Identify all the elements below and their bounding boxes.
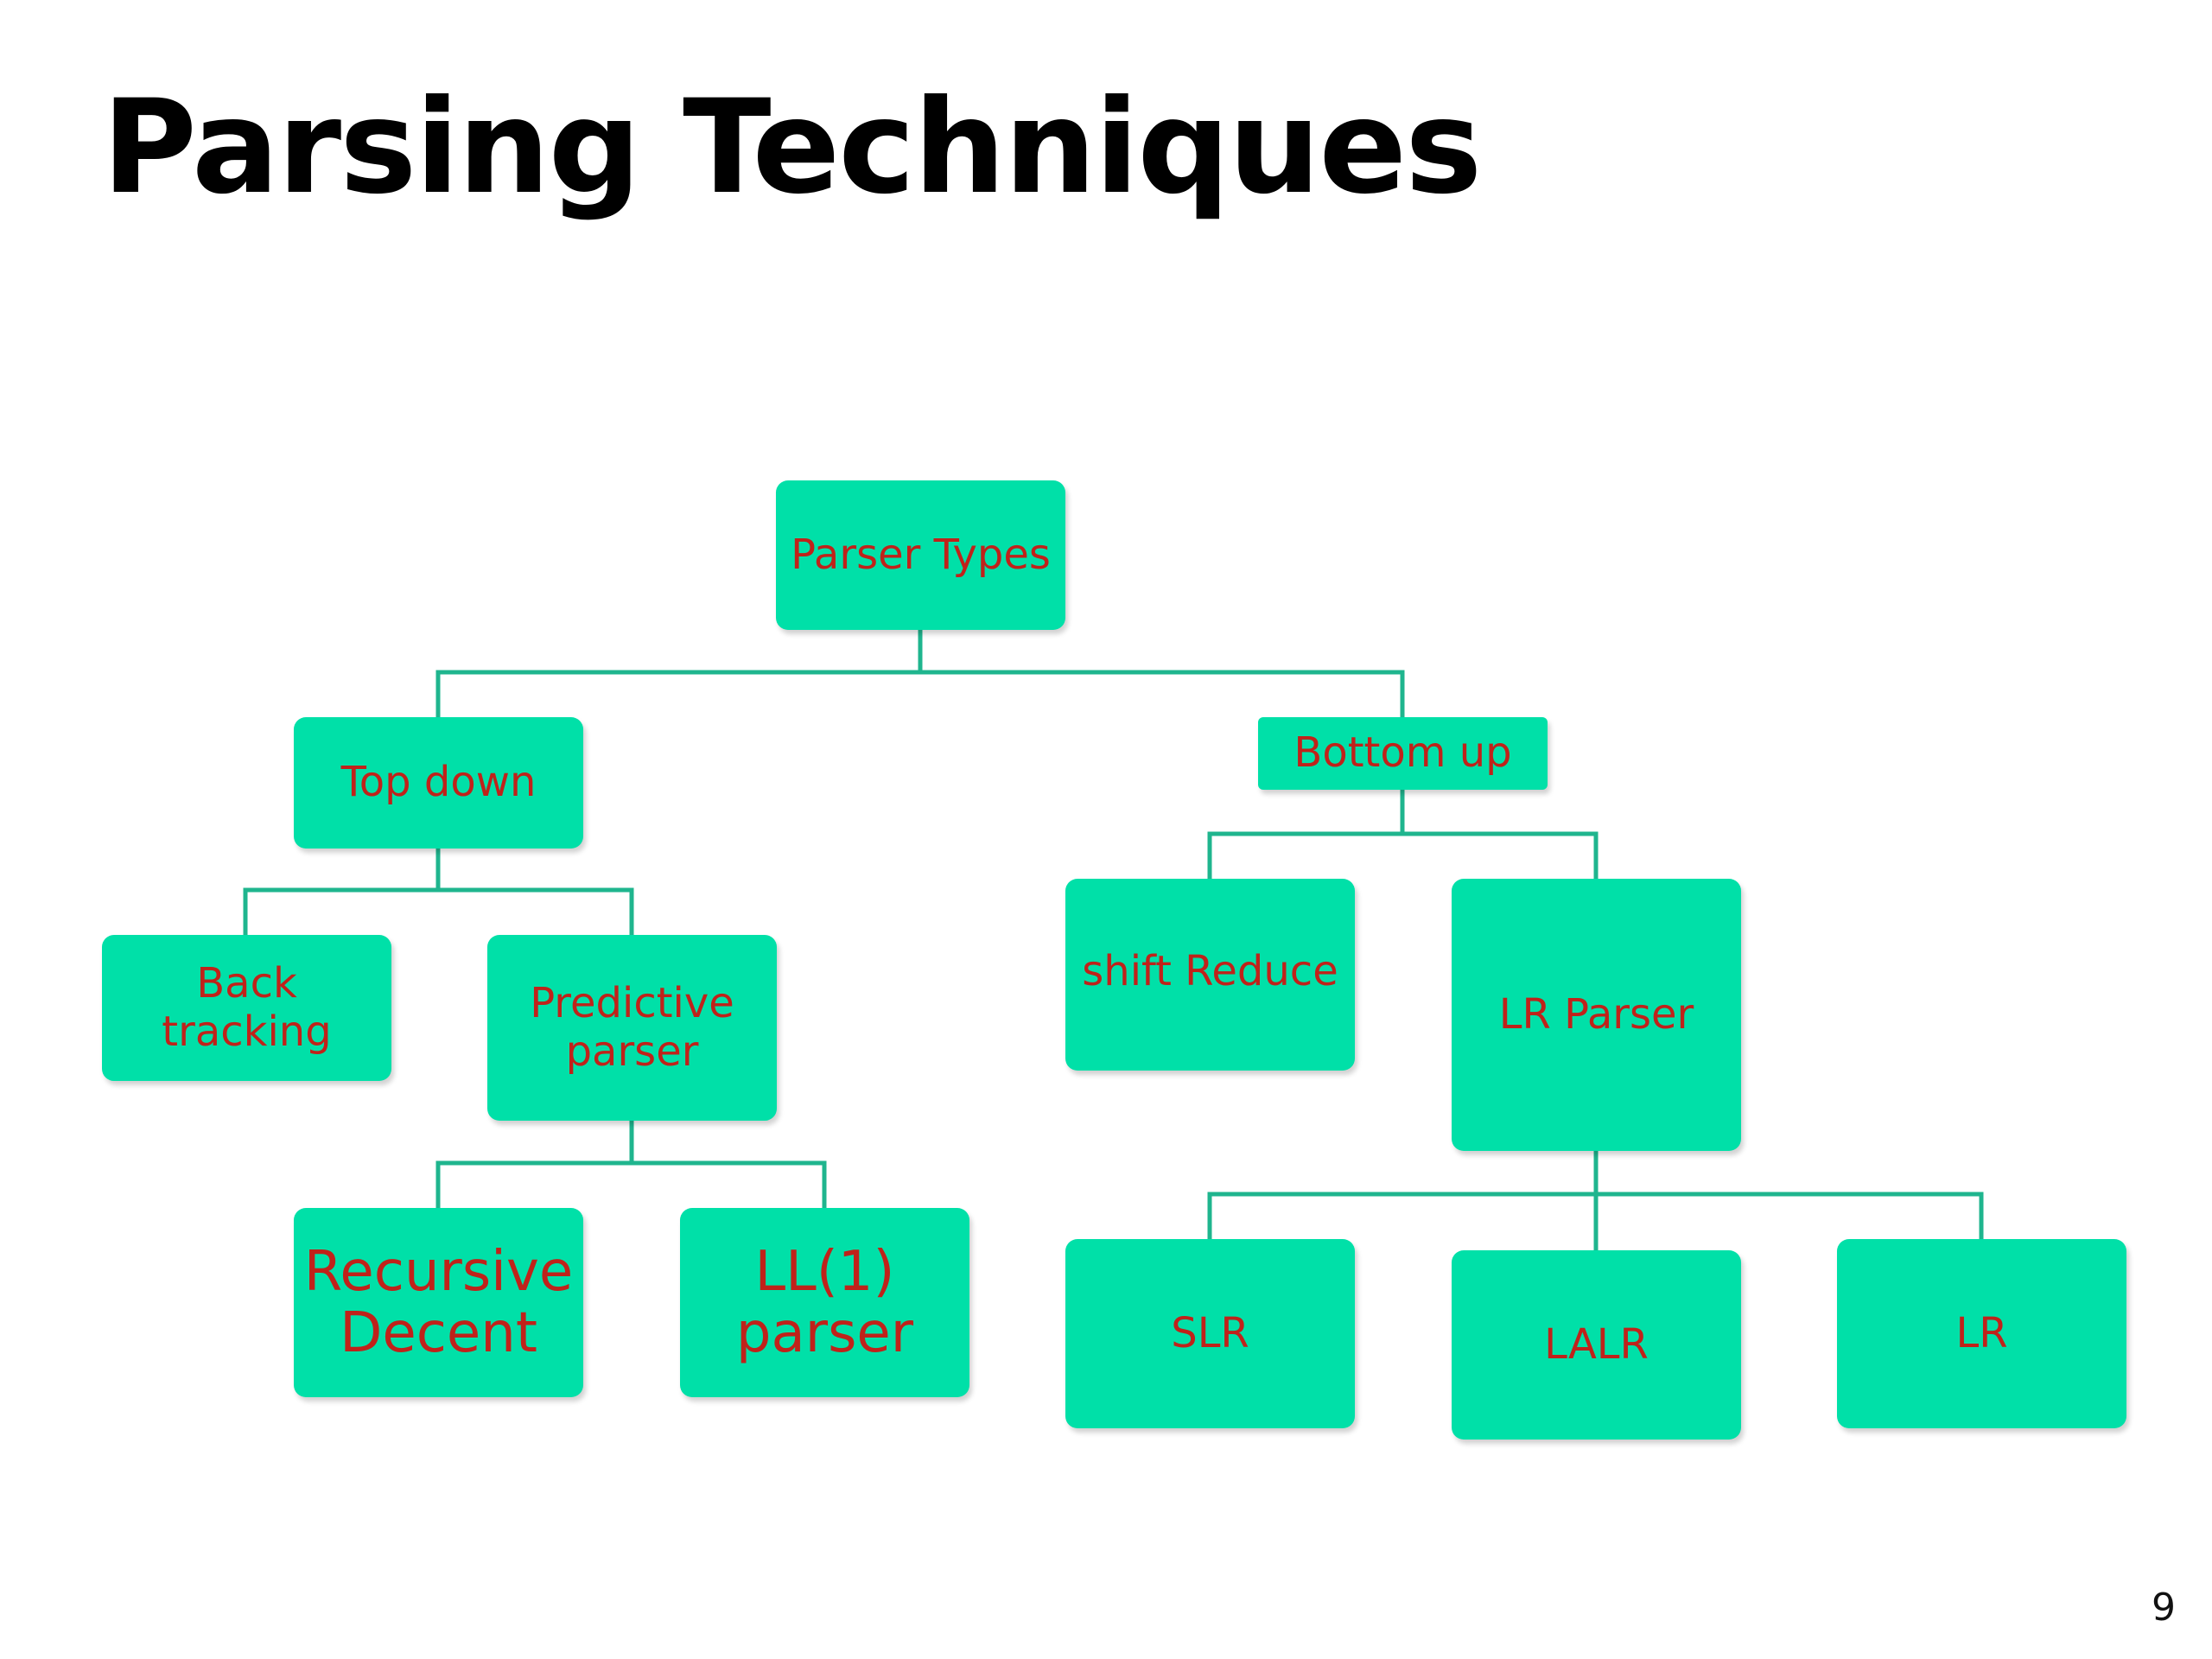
node-back-tracking-label: Back tracking (162, 959, 332, 1056)
node-shift-reduce: shift Reduce (1065, 879, 1355, 1071)
node-recursive-decent: Recursive Decent (294, 1208, 583, 1397)
node-top-down: Top down (294, 717, 583, 849)
node-bottom-up: Bottom up (1258, 717, 1548, 790)
node-slr: SLR (1065, 1239, 1355, 1428)
node-lr: LR (1837, 1239, 2126, 1428)
node-slr-label: SLR (1171, 1308, 1249, 1357)
node-ll1-parser: LL(1) parser (680, 1208, 969, 1397)
node-top-down-label: Top down (340, 758, 537, 807)
node-lr-parser: LR Parser (1452, 879, 1741, 1151)
node-lr-parser-label: LR Parser (1498, 989, 1694, 1039)
node-ll1-parser-label: LL(1) parser (735, 1240, 914, 1365)
node-shift-reduce-label: shift Reduce (1082, 947, 1338, 995)
node-back-tracking: Back tracking (102, 935, 391, 1081)
node-lalr: LALR (1452, 1250, 1741, 1440)
node-bottom-up-label: Bottom up (1294, 728, 1512, 778)
node-lalr-label: LALR (1544, 1319, 1649, 1369)
node-predictive-parser: Predictive parser (487, 935, 777, 1121)
node-parser-types: Parser Types (776, 480, 1065, 630)
slide-title: Parsing Techniques (102, 73, 1482, 223)
page-number: 9 (2152, 1586, 2176, 1630)
node-lr-label: LR (1955, 1308, 2008, 1357)
node-recursive-decent-label: Recursive Decent (303, 1240, 574, 1365)
node-predictive-parser-label: Predictive parser (530, 979, 734, 1076)
node-parser-types-label: Parser Types (791, 530, 1051, 579)
